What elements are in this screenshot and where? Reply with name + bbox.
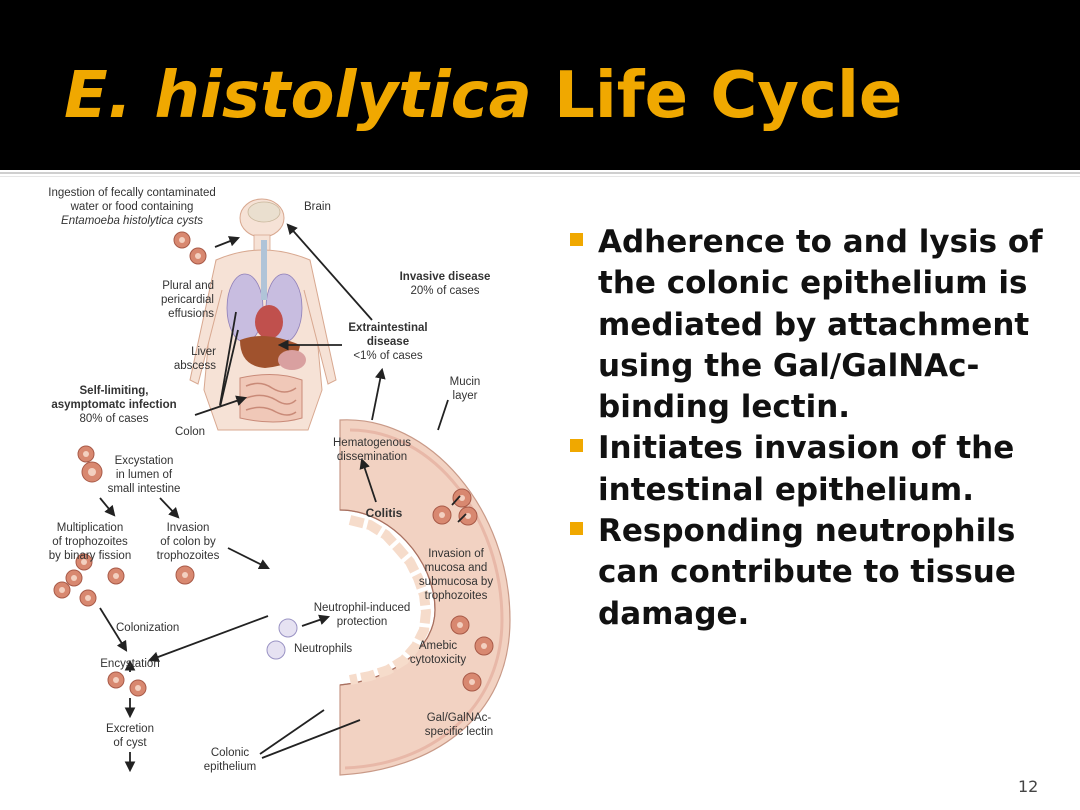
label-neutrophil-prot-1: Neutrophil-induced — [314, 602, 411, 614]
label-excystation-3: small intestine — [108, 483, 181, 495]
label-invasion-colon-3: trophozoites — [157, 550, 220, 562]
cyst-cells — [53, 231, 298, 697]
label-hematogenous-2: dissemination — [337, 451, 407, 463]
label-extraintestinal-1: Extraintestinal — [348, 322, 427, 334]
label-invasion-mucosa-1: Invasion of — [428, 548, 484, 560]
label-colonic-2: epithelium — [204, 761, 256, 773]
label-hematogenous-1: Hematogenous — [333, 437, 411, 449]
label-self-limiting-pct: 80% of cases — [79, 413, 148, 425]
label-colonic-1: Colonic — [211, 747, 250, 759]
bullet-square-icon — [570, 522, 583, 536]
label-multiplication-3: by binary fission — [49, 550, 131, 562]
title-bar: E. histolytica Life Cycle — [0, 0, 1080, 170]
label-excretion-1: Excretion — [106, 723, 154, 735]
label-invasion-colon-2: of colon by — [160, 536, 216, 548]
title-rest: Life Cycle — [531, 59, 903, 133]
label-ingestion-2: water or food containing — [70, 201, 194, 213]
label-plural-2: pericardial — [161, 294, 214, 306]
label-brain: Brain — [304, 201, 331, 213]
colon-cross-section — [339, 419, 511, 776]
label-liver-2: abscess — [174, 360, 216, 372]
label-colonization: Colonization — [116, 622, 179, 634]
bullet-text: Responding neutrophils can contribute to… — [598, 513, 1016, 632]
label-lectin-1: Gal/GalNAc- — [427, 712, 492, 724]
diagram-labels: Ingestion of fecally contaminated water … — [48, 187, 493, 773]
label-invasion-colon-1: Invasion — [167, 522, 210, 534]
label-neutrophils: Neutrophils — [294, 643, 352, 655]
label-self-limiting-1: Self-limiting, — [80, 385, 149, 397]
label-amebic-2: cytotoxicity — [410, 654, 466, 666]
label-mucin-1: Mucin — [450, 376, 481, 388]
bullet-item-neutrophils: Responding neutrophils can contribute to… — [568, 511, 1058, 635]
label-plural-1: Plural and — [162, 280, 214, 292]
label-ingestion-1: Ingestion of fecally contaminated — [48, 187, 216, 199]
label-amebic-1: Amebic — [419, 640, 458, 652]
label-invasion-mucosa-2: mucosa and — [425, 562, 488, 574]
label-invasion-mucosa-4: trophozoites — [425, 590, 488, 602]
label-liver-1: Liver — [191, 346, 216, 358]
label-lectin-2: specific lectin — [425, 726, 493, 738]
label-invasive: Invasive disease — [400, 271, 491, 283]
bullet-text: Adherence to and lysis of the colonic ep… — [598, 224, 1043, 426]
label-self-limiting-2: asymptomatc infection — [51, 399, 176, 411]
life-cycle-diagram: Ingestion of fecally contaminated water … — [48, 187, 511, 776]
label-extraintestinal-2: disease — [367, 336, 409, 348]
bullet-square-icon — [570, 233, 583, 246]
bullet-text: Initiates invasion of the intestinal epi… — [598, 430, 1015, 508]
title-separator — [0, 172, 1080, 174]
label-neutrophil-prot-2: protection — [337, 616, 388, 628]
label-encystation: Encystation — [100, 658, 159, 670]
label-mucin-2: layer — [453, 390, 478, 402]
label-colitis: Colitis — [366, 506, 403, 520]
label-colon: Colon — [175, 426, 205, 438]
title-separator-thin — [0, 176, 1080, 177]
bullet-item-invasion: Initiates invasion of the intestinal epi… — [568, 428, 1058, 511]
label-excretion-2: of cyst — [113, 737, 147, 749]
label-multiplication-2: of trophozoites — [52, 536, 128, 548]
bullet-item-adherence: Adherence to and lysis of the colonic ep… — [568, 222, 1058, 428]
page-number: 12 — [1018, 777, 1039, 796]
label-excystation-1: Excystation — [115, 455, 174, 467]
label-invasive-pct: 20% of cases — [410, 285, 479, 297]
label-extraintestinal-pct: <1% of cases — [353, 350, 423, 362]
label-plural-3: effusions — [168, 308, 214, 320]
label-multiplication-1: Multiplication — [57, 522, 123, 534]
diagram-arrows — [99, 223, 467, 773]
bullet-list: Adherence to and lysis of the colonic ep… — [568, 222, 1058, 635]
label-ingestion-3: Entamoeba histolytica cysts — [61, 215, 203, 227]
label-invasion-mucosa-3: submucosa by — [419, 576, 493, 588]
slide-title: E. histolytica Life Cycle — [64, 56, 902, 136]
title-italic: E. histolytica — [64, 59, 532, 133]
bullet-square-icon — [570, 439, 583, 453]
label-excystation-2: in lumen of — [116, 469, 173, 481]
